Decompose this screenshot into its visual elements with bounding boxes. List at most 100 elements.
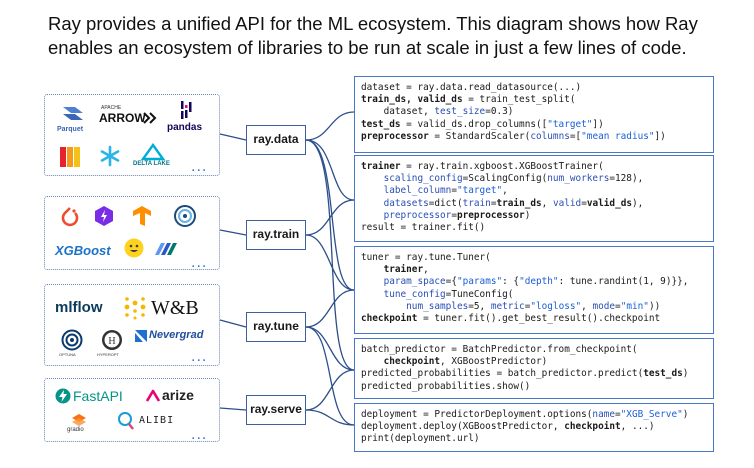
code-token: ={ <box>445 276 457 288</box>
code-token <box>361 264 384 275</box>
huggingface-icon <box>124 238 144 258</box>
code-tune: tuner = ray.tune.Tuner( trainer, param_s… <box>354 246 714 334</box>
connector-serve-1 <box>305 369 355 411</box>
ray-train-box: ray.train <box>246 220 306 250</box>
delta-lake-logo: DELTA LAKE <box>133 161 170 167</box>
code-line: predicted_probabilities.show() <box>361 381 713 393</box>
svg-text:H: H <box>108 336 115 347</box>
code-token: ) <box>682 409 689 420</box>
code-line: dataset = ray.data.read_datasource(...) <box>361 82 713 94</box>
gradio-icon <box>72 414 86 426</box>
fastapi-logo: FastAPI <box>73 388 123 404</box>
code-line: num_samples=5, metric="logloss", mode="m… <box>361 301 713 313</box>
code-line: deployment = PredictorDeployment.options… <box>361 409 713 421</box>
code-token: preprocessor <box>383 209 452 221</box>
wandb-logo: W&B <box>151 297 199 319</box>
connector-serve-2 <box>305 409 355 426</box>
code-token: batch_predictor = BatchPredictor.from_ch… <box>361 344 638 355</box>
code-token: ) <box>524 209 531 221</box>
connector-tune-3 <box>305 326 355 426</box>
code-line: tune_config=TuneConfig( <box>361 289 713 301</box>
xgboost-logo: XGBoost <box>55 243 111 258</box>
code-serve: deployment = PredictorDeployment.options… <box>354 403 714 452</box>
code-token: test_ds <box>643 368 683 380</box>
code-token: , <box>541 197 553 209</box>
code-token: checkpoint <box>361 312 418 324</box>
code-token: , XGBoostPredictor) <box>440 356 548 368</box>
code-token: preprocessor <box>361 130 429 142</box>
code-line: deployment.deploy(XGBoostPredictor, chec… <box>361 421 713 433</box>
code-line: checkpoint = tuner.fit().get_best_result… <box>361 313 713 325</box>
headline-line-1: Ray provides a unified API for the ML ec… <box>48 13 698 34</box>
arrow-logo: ARROW <box>99 111 146 125</box>
code-token: = valid_ds.drop_columns([ <box>400 118 548 130</box>
code-token: =ScalingConfig( <box>462 173 548 185</box>
connector-serve-libs <box>219 407 247 411</box>
code-token: predicted_probabilities = batch_predicto… <box>361 368 644 380</box>
alibi-icon <box>118 412 134 430</box>
code-data: dataset = ray.data.read_datasource(...)t… <box>354 76 714 153</box>
parquet-logo: Parquet <box>57 126 84 133</box>
gradio-caption: gradio <box>67 427 84 433</box>
more-tune-libraries: ... <box>191 348 208 365</box>
arrow-logo-caption: APACHE <box>101 105 122 111</box>
code-token: deployment = PredictorDeployment.options… <box>361 409 593 420</box>
code-token: predicted_probabilities.show() <box>361 380 531 392</box>
code-token: = <box>615 300 621 312</box>
code-line: checkpoint, XGBoostPredictor) <box>361 356 713 368</box>
code-token: "target" <box>456 185 503 197</box>
code-token: test_size <box>434 106 486 118</box>
pandas-logo: pandas <box>167 122 203 133</box>
connector-tune-1 <box>305 289 355 328</box>
code-train: trainer = ray.train.xgboost.XGBoostTrain… <box>354 155 714 242</box>
connector-train-1 <box>305 199 355 236</box>
code-token: )) <box>648 300 661 312</box>
code-token: = train_test_split( <box>462 94 576 106</box>
code-token: mode <box>592 300 616 312</box>
optuna-icon <box>61 329 83 351</box>
code-token: "logloss" <box>530 300 582 312</box>
code-token: "mean radius" <box>581 130 655 142</box>
code-token: checkpoint <box>383 356 441 368</box>
code-token: =TuneConfig( <box>445 288 514 300</box>
code-token: =128), <box>609 173 644 185</box>
code-predict: batch_predictor = BatchPredictor.from_ch… <box>354 338 714 399</box>
code-token: =5, <box>468 300 491 312</box>
code-token: dataset = ray.data.read_datasource(...) <box>361 82 582 93</box>
tune-libraries-box: mlflow W&B OPTUNA H HYPEROPT Nevergrad .… <box>44 284 220 366</box>
code-token: trainer <box>361 161 401 172</box>
code-token: dataset, <box>361 106 435 118</box>
more-data-libraries: ... <box>191 158 208 175</box>
arize-logo: arize <box>162 387 194 403</box>
jax-icon <box>155 243 177 255</box>
code-token: num_samples <box>406 300 469 312</box>
stack-icon <box>60 147 80 167</box>
code-line: preprocessor=preprocessor) <box>361 210 713 222</box>
code-line: print(deployment.url) <box>361 433 713 445</box>
code-token: ) <box>682 368 689 380</box>
code-token: = <box>524 300 531 312</box>
code-token: "depth" <box>519 276 559 288</box>
code-token: train_ds <box>496 197 542 209</box>
code-token: ]) <box>654 130 666 142</box>
connector-data-4 <box>305 139 355 371</box>
code-line: batch_predictor = BatchPredictor.from_ch… <box>361 344 713 356</box>
code-token: deployment.deploy(XGBoostPredictor, <box>361 421 565 433</box>
code-line: trainer, <box>361 264 713 276</box>
code-line: predicted_probabilities = batch_predicto… <box>361 368 713 380</box>
code-token: ]) <box>592 118 604 130</box>
code-line: param_space={"params": {"depth": tune.ra… <box>361 276 713 288</box>
ray-data-box: ray.data <box>246 125 306 155</box>
headline: Ray provides a unified API for the ML ec… <box>48 12 738 60</box>
code-token: = tuner.fit().get_best_result().checkpoi… <box>417 312 661 324</box>
parquet-icon <box>63 107 83 120</box>
code-token: =dict( <box>428 197 463 209</box>
code-token: , <box>502 185 508 197</box>
code-line: preprocessor = StandardScaler(columns=["… <box>361 131 713 143</box>
code-token: = <box>451 209 457 221</box>
code-token: checkpoint <box>564 421 621 433</box>
code-line: label_column="target", <box>361 185 713 197</box>
code-line: dataset, test_size=0.3) <box>361 106 713 118</box>
code-token: ), <box>632 197 644 209</box>
